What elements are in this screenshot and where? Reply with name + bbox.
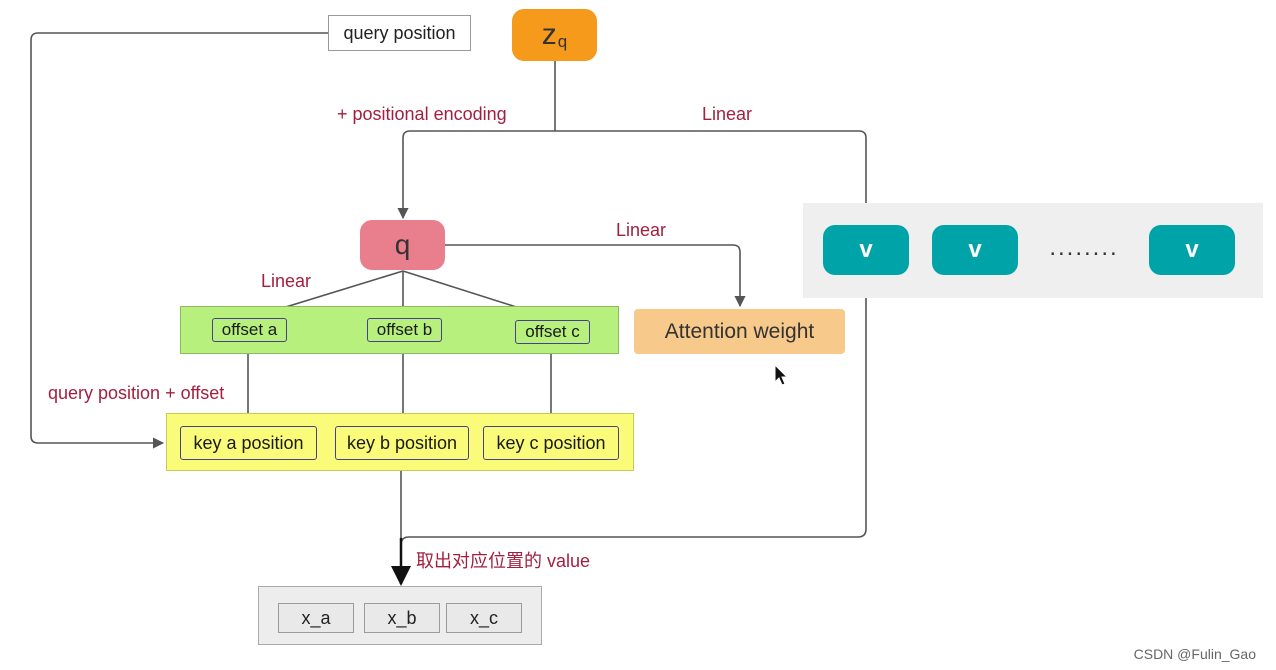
key-b-position-box: key b position: [335, 426, 469, 460]
offsets-panel: offset a offset b offset c: [180, 306, 619, 354]
value-node-1: v: [823, 225, 909, 275]
output-x-b-box: x_b: [364, 603, 440, 633]
positional-encoding-label: + positional encoding: [337, 104, 507, 124]
linear-to-value-label: Linear: [702, 104, 753, 124]
values-panel: v v ........ v: [803, 203, 1263, 298]
key-positions-panel: key a position key b position key c posi…: [166, 413, 634, 471]
linear-to-offsets-label: Linear: [261, 271, 312, 291]
q-node: q: [360, 220, 445, 270]
watermark: CSDN @Fulin_Gao: [1133, 646, 1256, 662]
output-x-a-box: x_a: [278, 603, 354, 633]
zq-main-text: z: [541, 18, 557, 51]
linear-to-attention-label: Linear: [616, 220, 667, 240]
query-position-plus-offset-label: query position + offset: [48, 383, 225, 403]
offset-a-box: offset a: [212, 318, 287, 342]
key-a-position-box: key a position: [180, 426, 317, 460]
output-values-panel: x_a x_b x_c: [258, 586, 542, 645]
q-to-attention-edge: [445, 244, 746, 308]
key-c-position-box: key c position: [483, 426, 619, 460]
value-node-3: v: [1149, 225, 1235, 275]
take-value-label: 取出对应位置的 value: [416, 551, 591, 571]
mouse-pointer-icon: [774, 364, 789, 386]
query-position-box: query position: [328, 15, 471, 51]
zq-to-q-edge: [397, 130, 555, 220]
values-ellipsis: ........: [1049, 234, 1119, 261]
offset-b-box: offset b: [367, 318, 442, 342]
attention-weight-box: Attention weight: [634, 309, 845, 354]
zq-to-v-edge: [555, 130, 872, 225]
value-node-2: v: [932, 225, 1018, 275]
zq-subscript: q: [557, 32, 568, 51]
output-x-c-box: x_c: [446, 603, 522, 633]
query-position-to-keys-edge: [30, 32, 328, 449]
offset-c-box: offset c: [515, 320, 590, 344]
